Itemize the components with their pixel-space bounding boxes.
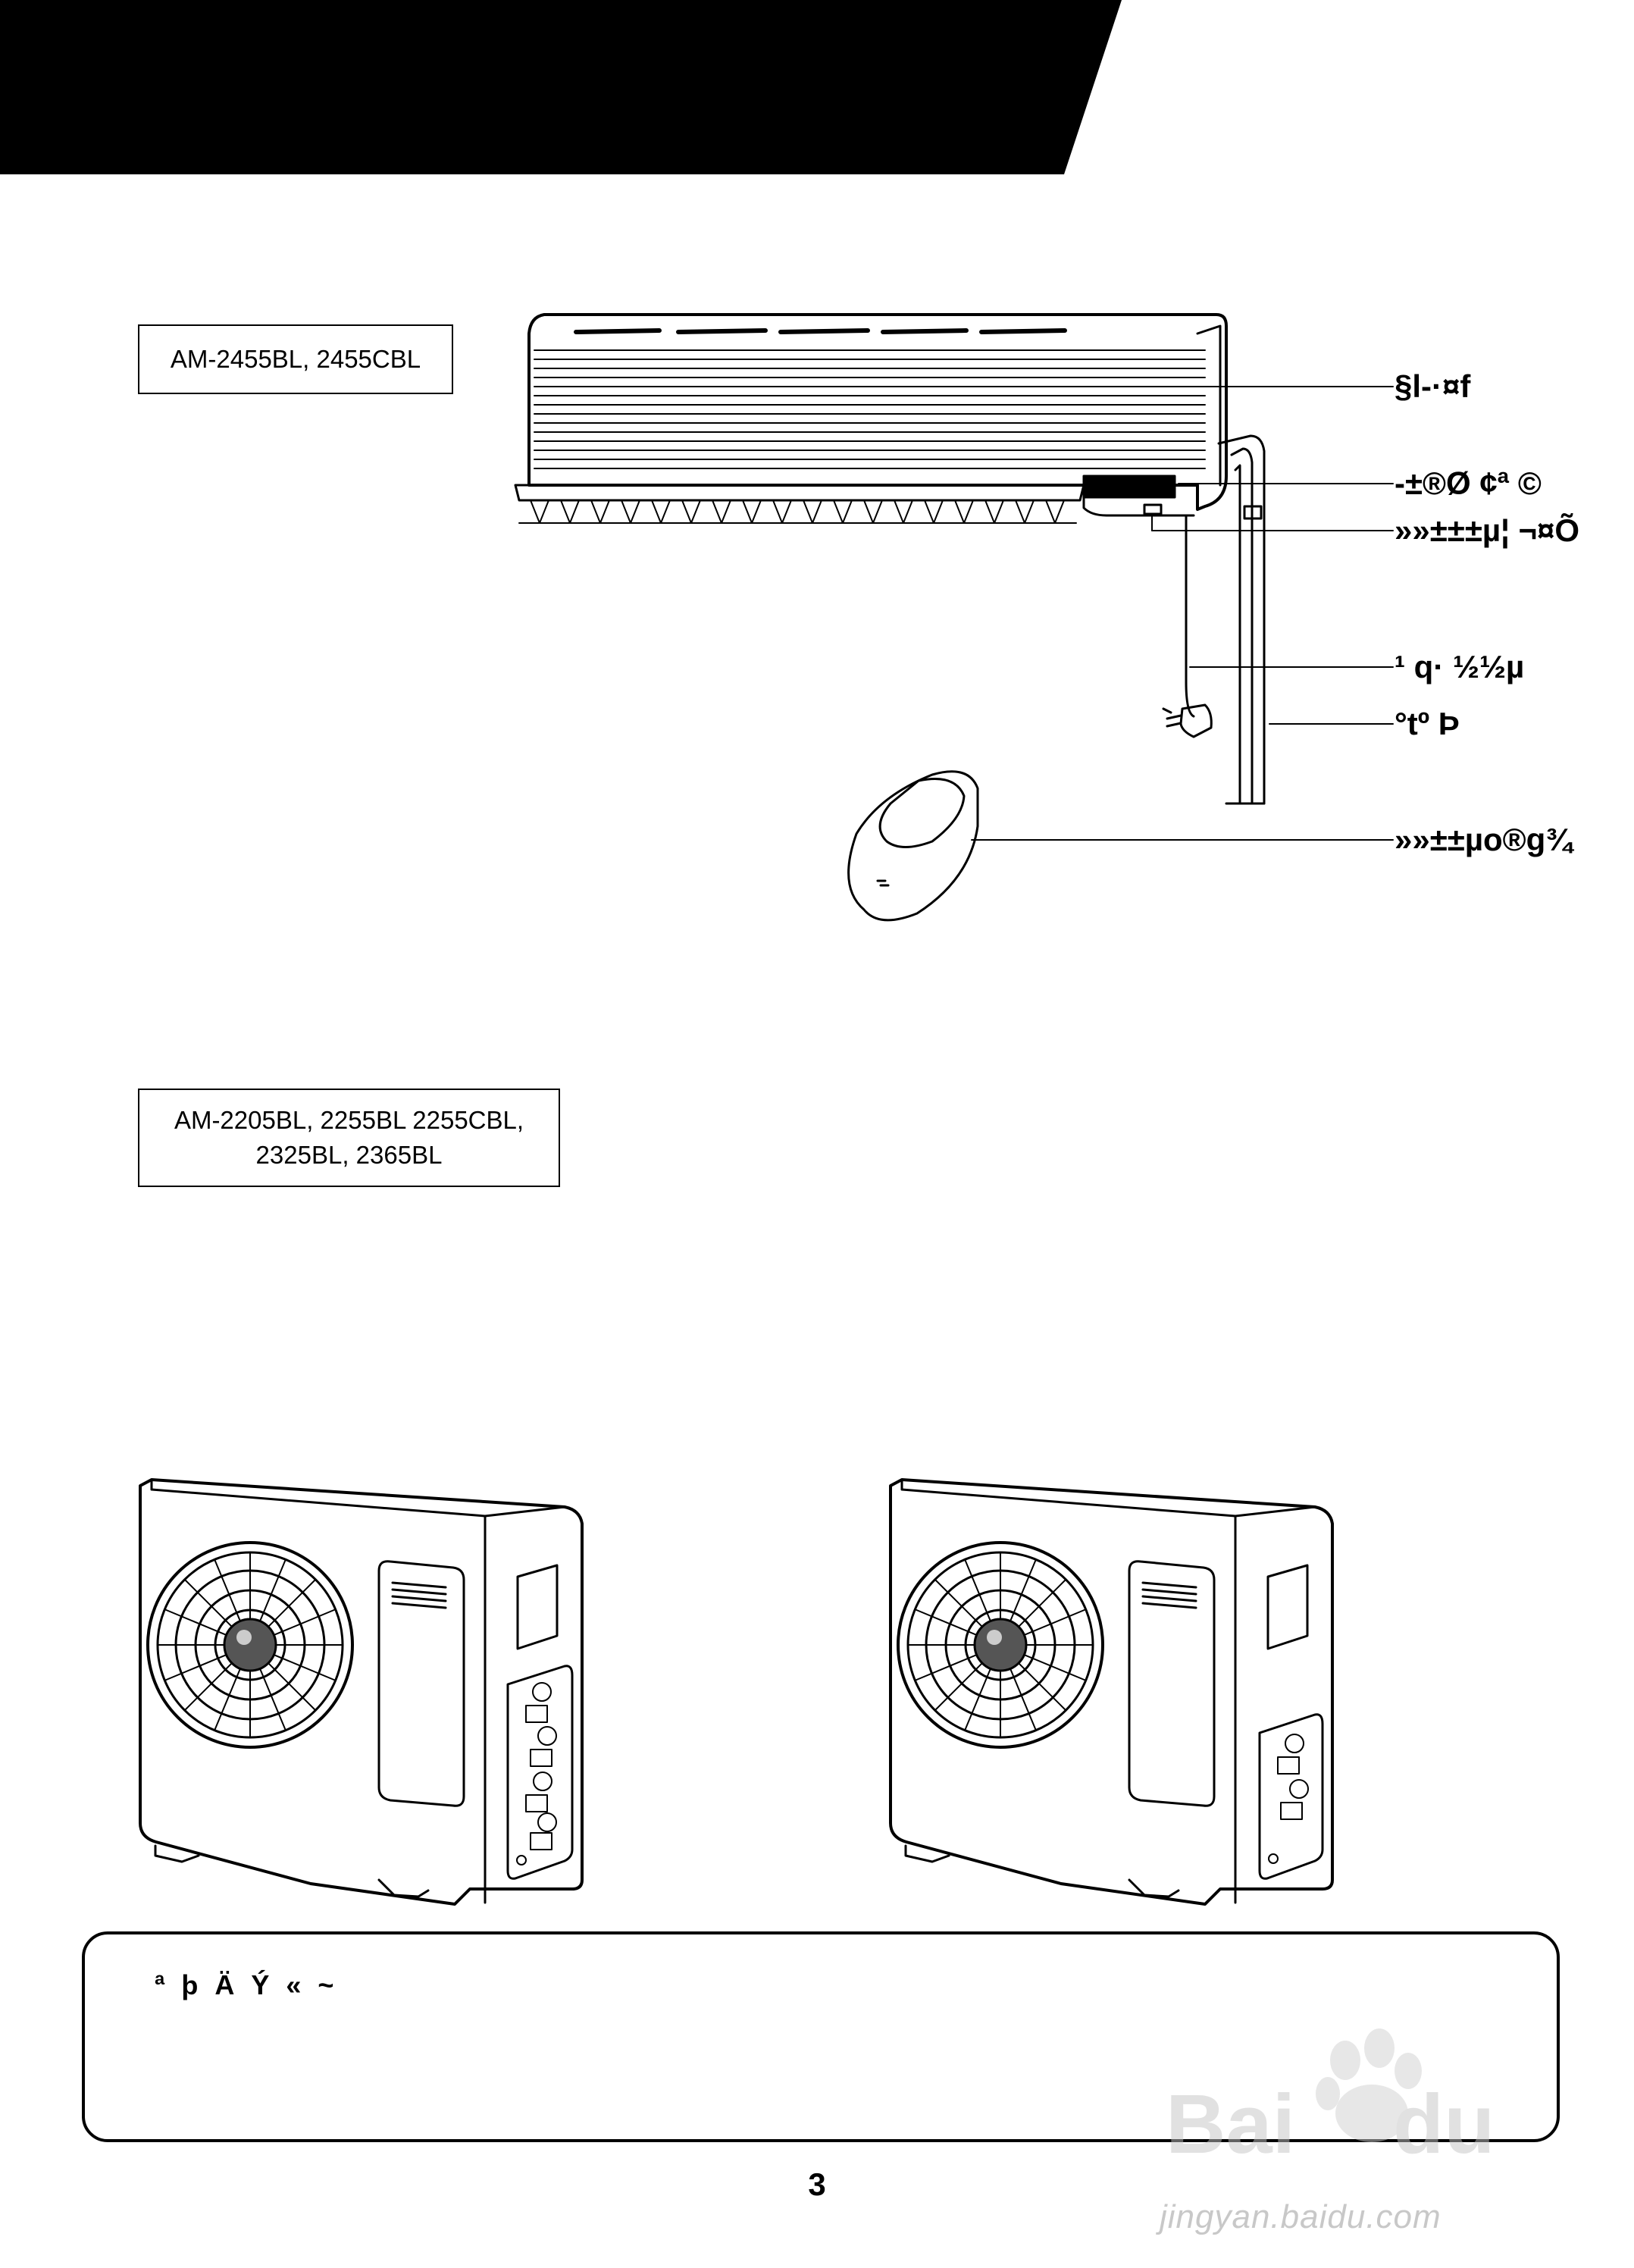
callout-air-outlet: -±®Ø ¢ª ©: [1395, 465, 1542, 501]
remote-control: [847, 770, 979, 922]
outdoor-unit-right: [889, 1478, 1334, 1906]
page-number: 3: [808, 2166, 826, 2202]
callout-air-inlet: §l-·¤f: [1395, 368, 1471, 404]
diagram-illustration: [139, 313, 1394, 1906]
watermark-url: jingyan.baidu.com: [1160, 2198, 1441, 2235]
svg-text:Bai: Bai: [1166, 2078, 1295, 2171]
callout-remote-control: »»±±µo®g¾: [1395, 822, 1573, 857]
svg-text:du: du: [1393, 2078, 1495, 2171]
note-box: ª þ Ä Ý « ~: [82, 1931, 1560, 2142]
model-label-indoor: AM-2455BL, 2455CBL: [138, 324, 453, 394]
callout-remote-receiver: »»±±±µ¦ ¬¤Õ: [1395, 512, 1580, 548]
model-label-text: AM-2455BL, 2455CBL: [170, 345, 421, 373]
callout-piping: °tº Þ: [1395, 706, 1460, 741]
callout-power-cord: ¹ q· ½½µ: [1395, 649, 1525, 684]
callout-leaders: [971, 386, 1394, 841]
outdoor-unit-left: [139, 1478, 584, 1906]
header-band: [0, 0, 1122, 174]
model-label-line1: AM-2205BL, 2255BL 2255CBL,: [174, 1106, 524, 1134]
model-label-outdoor: AM-2205BL, 2255BL 2255CBL, 2325BL, 2365B…: [138, 1089, 560, 1187]
indoor-unit: [514, 313, 1266, 805]
model-label-line2: 2325BL, 2365BL: [255, 1141, 443, 1169]
note-title: ª þ Ä Ý « ~: [155, 1969, 339, 2000]
watermark-logo: Bai du: [1166, 2028, 1495, 2171]
